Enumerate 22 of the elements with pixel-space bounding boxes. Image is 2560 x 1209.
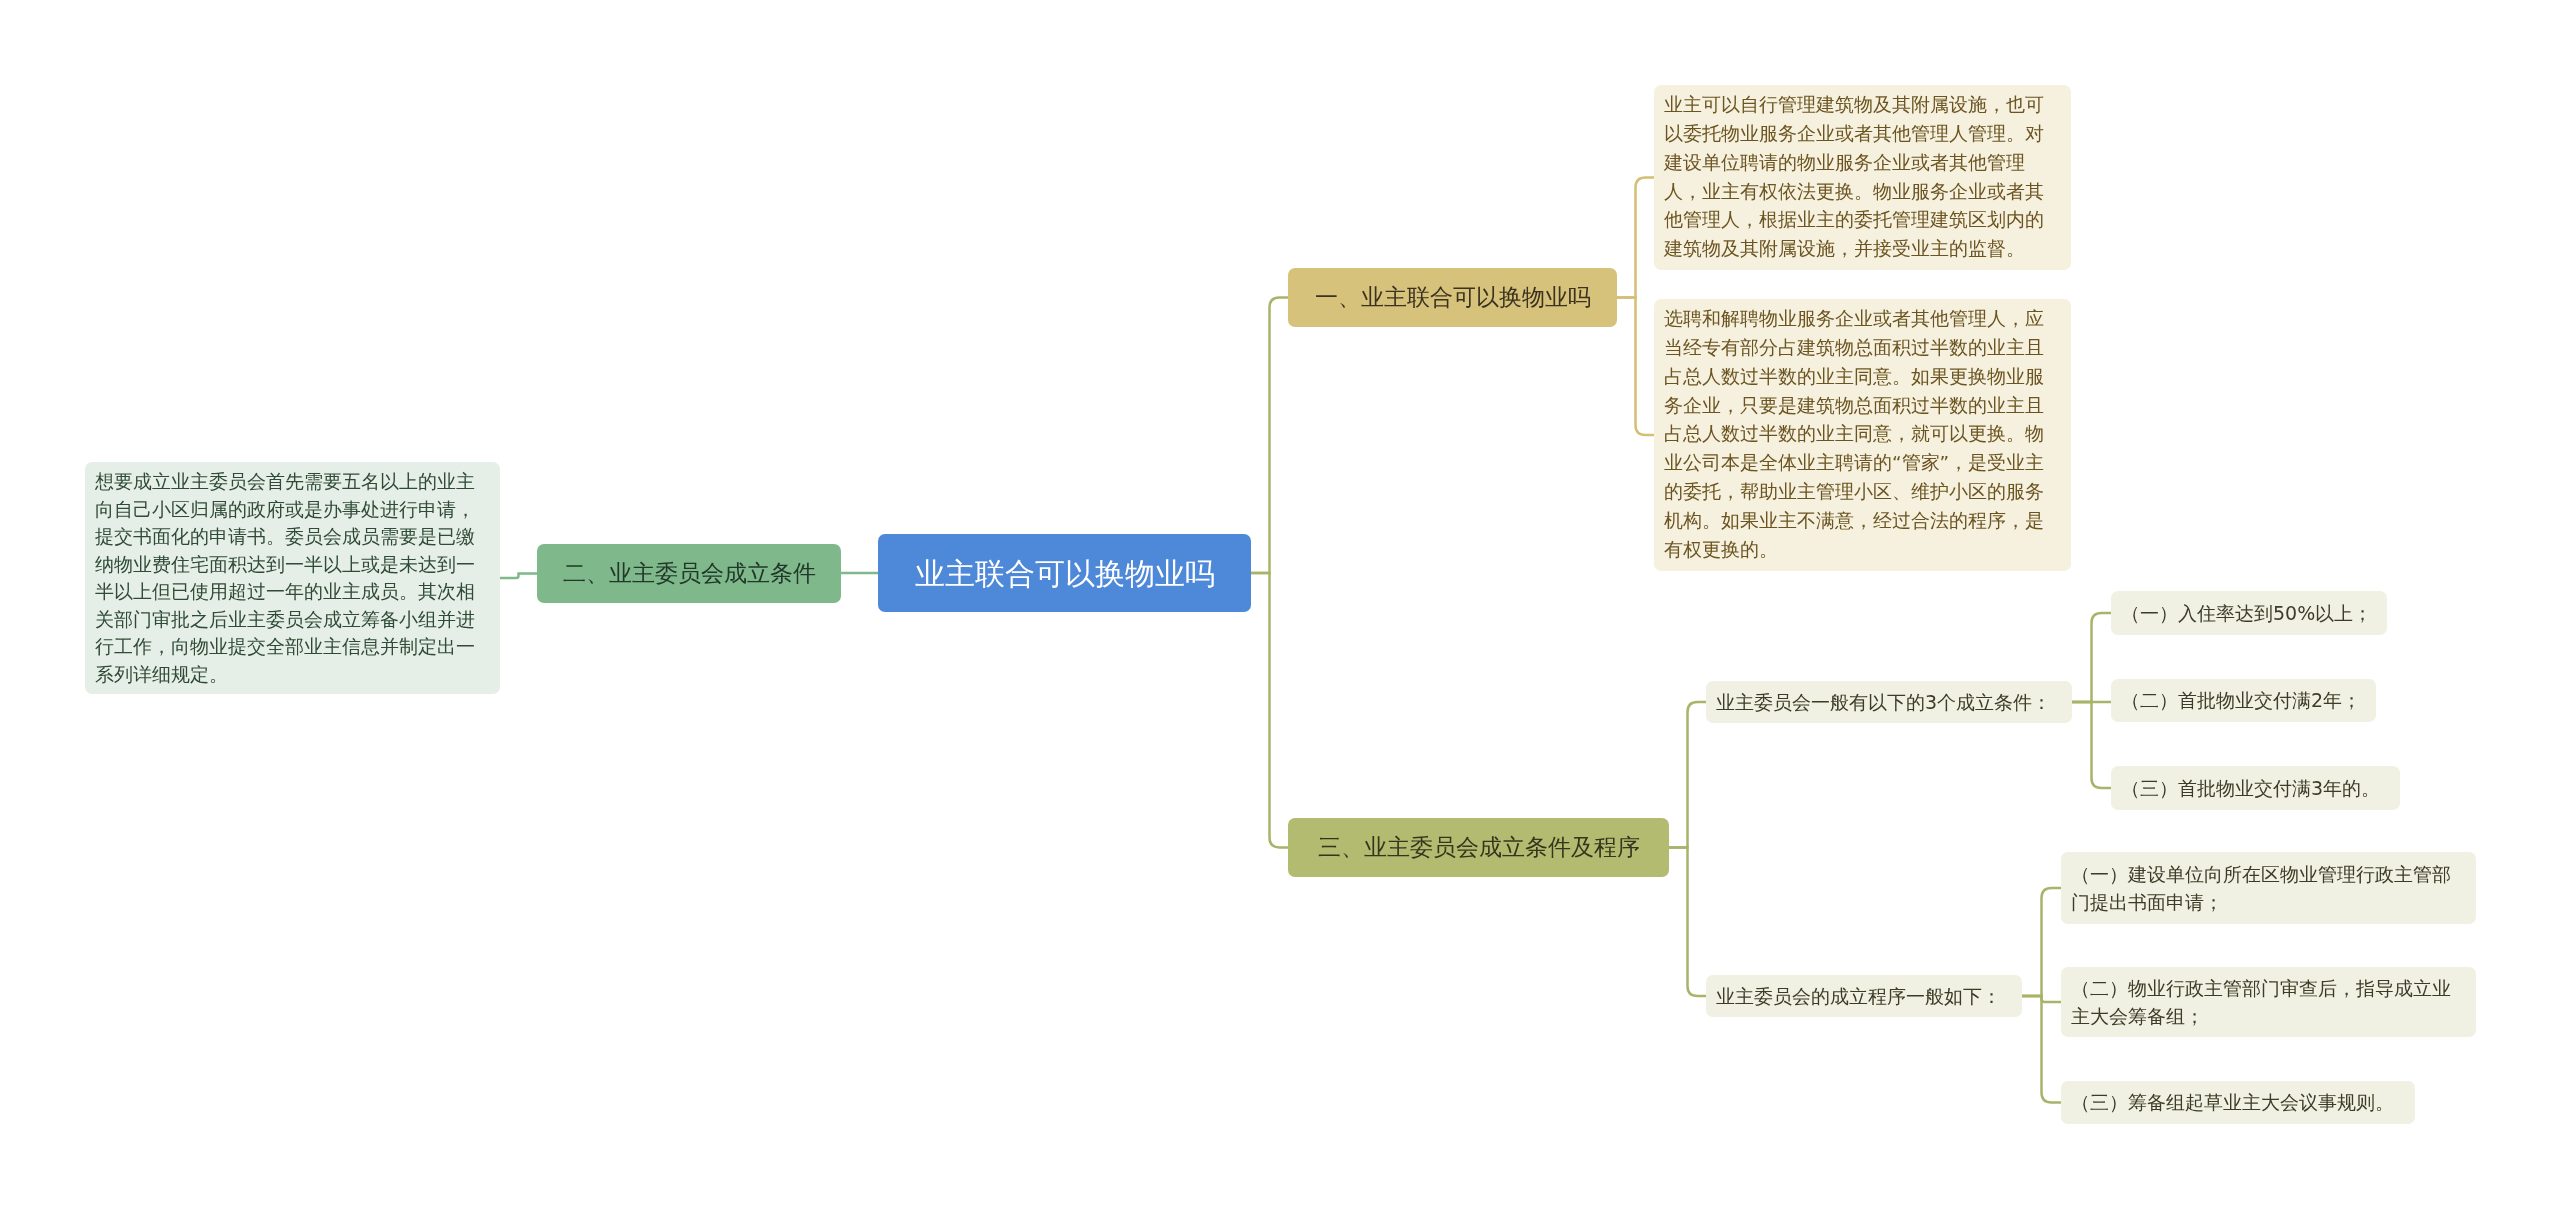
connector-line (1669, 846, 1706, 998)
connector-line (1251, 571, 1288, 849)
subtopic-box: （一）建设单位向所在区物业管理行政主管部门提出书面申请； (2061, 852, 2476, 924)
connector-line (500, 572, 537, 580)
subtopic-box: （二）首批物业交付满2年； (2111, 679, 2376, 722)
text-card: 选聘和解聘物业服务企业或者其他管理人，应当经专有部分占建筑物总面积过半数的业主且占总人数过半数的业主同意。如果更换物业服务企业，只要是建筑物总面积过半数的业主且占总人数过半数的业主同意，就可以更换。物业公司本是全体业主聘请的“管家”，是受业主的委托，帮助业主管理小区、维护小区的服务机构。如果业主不满意，经过合法的程序，是有权更换的。 (1654, 299, 2071, 571)
subtopic-box: 业主委员会一般有以下的3个成立条件： (1706, 681, 2072, 723)
topic-box: 一、业主联合可以换物业吗 (1288, 268, 1617, 327)
text-card: 业主可以自行管理建筑物及其附属设施，也可以委托物业服务企业或者其他管理人管理。对建设单位聘请的物业服务企业或者其他管理人，业主有权依法更换。物业服务企业或者其他管理人，根据业主的委托管理建筑区划内的建筑物及其附属设施，并接受业主的监督。 (1654, 85, 2071, 271)
subtopic-box: （三）首批物业交付满3年的。 (2111, 766, 2400, 810)
topic-box: 二、业主委员会成立条件 (537, 544, 841, 603)
connector-line (1617, 296, 1654, 437)
subtopic-box: （一）入住率达到50%以上； (2111, 591, 2387, 635)
connector-line (2022, 994, 2061, 1104)
connector-line (2072, 700, 2111, 790)
central-topic-box: 业主联合可以换物业吗 (878, 534, 1251, 612)
subtopic-box: 业主委员会的成立程序一般如下： (1706, 975, 2022, 1017)
connector-line (841, 571, 878, 575)
subtopic-box: （二）物业行政主管部门审查后，指导成立业主大会筹备组； (2061, 967, 2476, 1037)
subtopic-box: （三）筹备组起草业主大会议事规则。 (2061, 1081, 2415, 1124)
text-card: 想要成立业主委员会首先需要五名以上的业主向自己小区归属的政府或是办事处进行申请，提交书面化的申请书。委员会成员需要是已缴纳物业费住宅面积达到一半以上或是未达到一半以上但已使用超过一年的业主成员。其次相关部门审批之后业主委员会成立筹备小组并进行工作，向物业提交全部业主信息并制定出一系列详细规定。 (85, 462, 500, 695)
topic-box: 三、业主委员会成立条件及程序 (1288, 818, 1669, 877)
